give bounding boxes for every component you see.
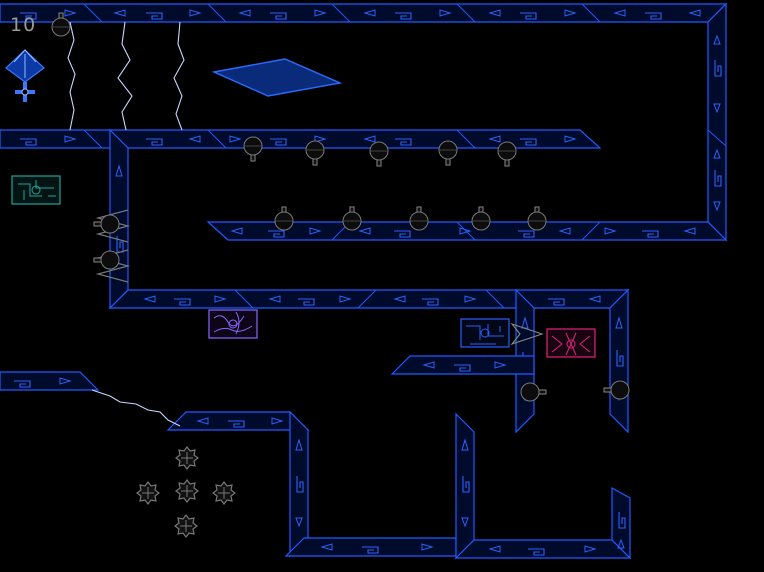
wall-row4 [108, 289, 630, 309]
portal-pad-blue[interactable] [460, 318, 510, 348]
enemy-ship-icon [510, 322, 544, 346]
wall-top [0, 3, 728, 23]
player-ship-icon[interactable] [5, 49, 45, 102]
wall-bottom-right [454, 412, 632, 560]
diamond-platform[interactable] [211, 58, 343, 97]
wall-right-inner [609, 288, 629, 434]
lightning-hazard [67, 21, 185, 427]
turret-icon [51, 12, 630, 402]
portal-pad-purple[interactable] [208, 309, 258, 339]
wall-bottom-room [166, 410, 457, 558]
wall-right [707, 2, 727, 242]
score-counter: 10 [10, 14, 37, 36]
portal-pad-teal[interactable] [11, 175, 61, 205]
wall-left-ledge [0, 371, 100, 391]
portal-pad-magenta[interactable] [546, 328, 596, 358]
wall-ledge [390, 355, 535, 375]
gear-mine-icon [136, 446, 236, 538]
